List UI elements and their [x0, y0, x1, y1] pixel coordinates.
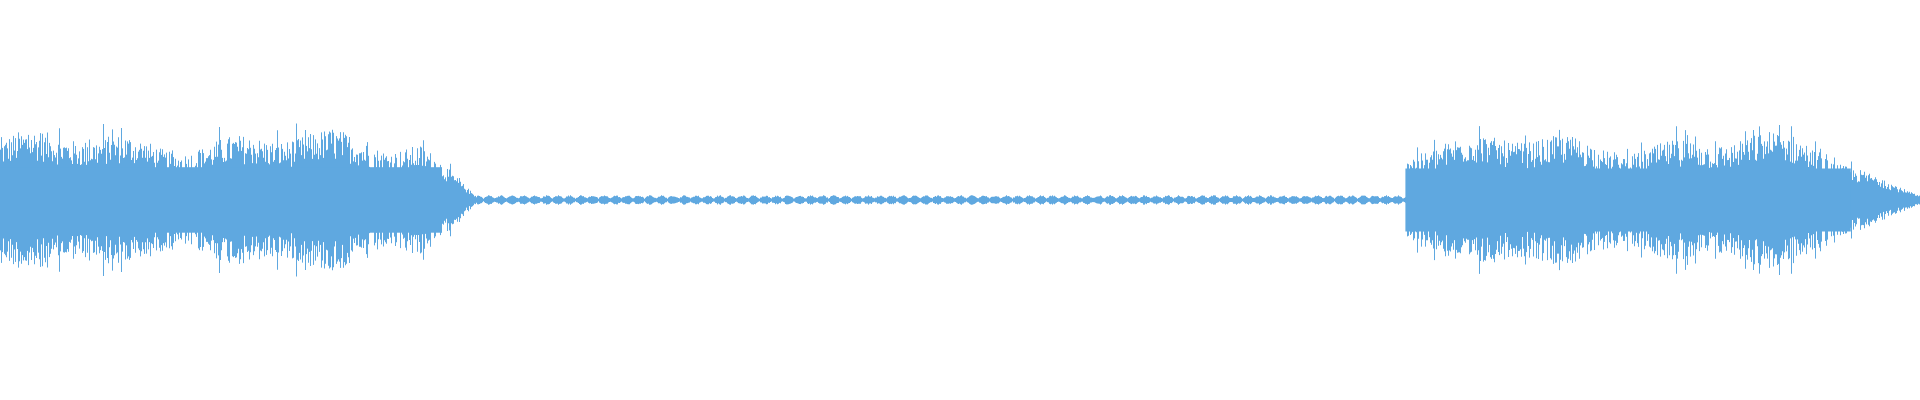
waveform-core-loud-section-1 — [0, 167, 442, 233]
waveform-core-loud-section-2 — [1405, 168, 1851, 232]
waveform-core-quiet-section — [476, 199, 1406, 201]
waveform-bars — [0, 123, 1920, 277]
